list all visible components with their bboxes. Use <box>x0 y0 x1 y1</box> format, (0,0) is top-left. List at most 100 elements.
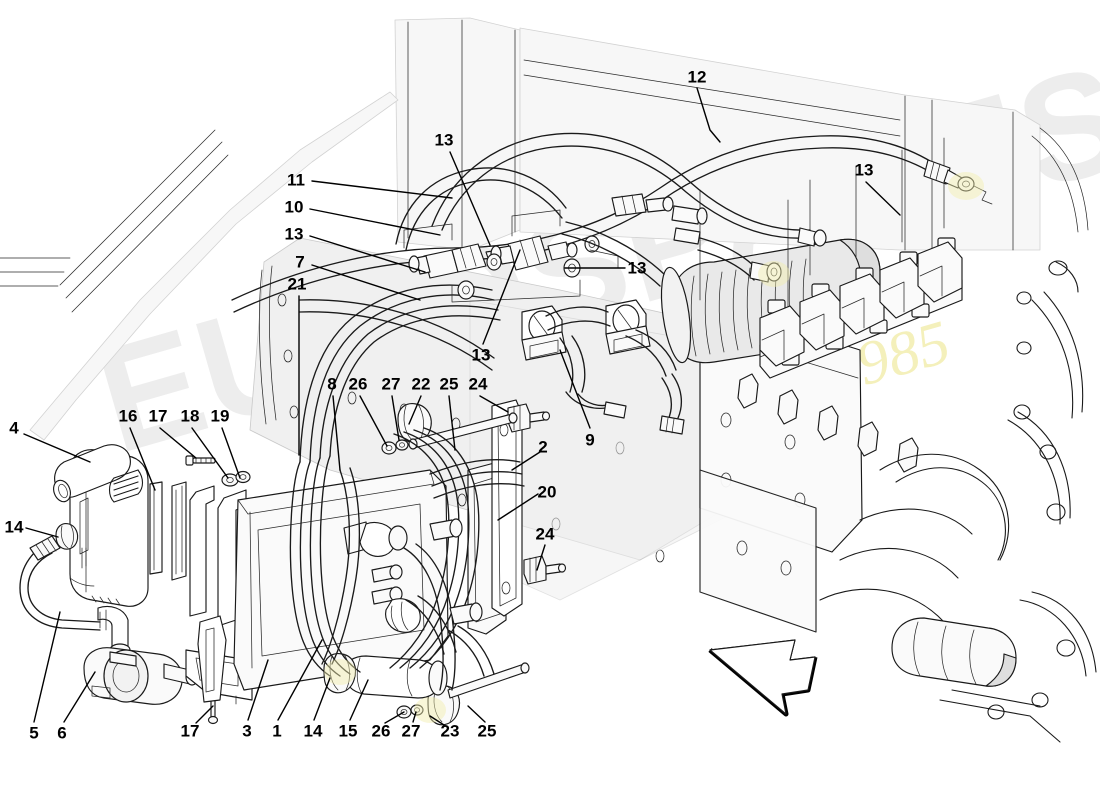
callout-number-19: 19 <box>210 406 230 426</box>
callout-number-13: 13 <box>434 130 454 150</box>
callout-leader-lines <box>23 87 901 726</box>
inline-valves <box>403 209 619 303</box>
callout-number-26: 26 <box>348 374 368 394</box>
callout-number-25: 25 <box>439 374 459 394</box>
guide-rail <box>171 481 187 581</box>
foreground-hose-cross <box>299 299 495 371</box>
callout-number-7: 7 <box>295 252 305 272</box>
leader-line-18 <box>191 427 229 479</box>
leader-line-14 <box>25 527 59 538</box>
tank-outlets <box>343 521 421 633</box>
hose-12 <box>231 135 993 313</box>
bolt-17 <box>185 455 216 466</box>
plenum-hose <box>561 221 665 287</box>
callout-number-24: 24 <box>468 374 488 394</box>
tank-curved-bundle <box>389 427 480 669</box>
callout-number-2: 2 <box>538 437 548 457</box>
leader-line-25 <box>448 395 456 451</box>
leader-line-9 <box>559 349 591 429</box>
callout-number-23: 23 <box>440 721 460 741</box>
bushing-24-top <box>507 403 551 433</box>
callout-number-3: 3 <box>242 721 252 741</box>
leader-line-10 <box>309 208 441 236</box>
callout-number-10: 10 <box>284 197 304 217</box>
callout-number-13: 13 <box>627 258 647 278</box>
callout-number-6: 6 <box>57 723 67 743</box>
leader-line-4 <box>23 433 91 463</box>
tank-top-hoses <box>429 459 525 499</box>
callout-number-8: 8 <box>327 374 337 394</box>
leader-line-26 <box>359 395 388 447</box>
engine-lower-block <box>819 260 1084 623</box>
leader-line-23 <box>429 715 445 726</box>
callout-number-9: 9 <box>585 430 595 450</box>
leader-line-7 <box>311 264 421 301</box>
spark-plug-caps <box>737 373 919 473</box>
pipe-clamp-brackets-9 <box>521 299 685 435</box>
callout-number-26: 26 <box>371 721 391 741</box>
callout-number-16: 16 <box>118 406 138 426</box>
leader-line-3 <box>247 659 269 721</box>
plenum-fittings <box>611 193 827 283</box>
pipe-bundle-main <box>289 284 501 677</box>
leader-line-16 <box>129 427 156 491</box>
leader-line-12 <box>696 87 721 143</box>
water-pump-6 <box>83 647 199 705</box>
direction-arrow <box>708 639 818 717</box>
callout-number-17: 17 <box>148 406 168 426</box>
callout-number-14: 14 <box>4 517 24 537</box>
callout-number-13: 13 <box>284 224 304 244</box>
leader-line-1 <box>277 639 323 721</box>
ignition-coils <box>759 241 963 367</box>
callout-number-24: 24 <box>535 524 555 544</box>
washer-19 <box>235 470 251 484</box>
leader-line-27 <box>391 395 400 441</box>
hose-clamp-14a <box>55 522 79 550</box>
callout-number-15: 15 <box>338 721 358 741</box>
leader-line-22 <box>408 395 422 425</box>
callout-number-11: 11 <box>287 170 305 190</box>
hose-loop-left <box>395 167 567 251</box>
hose-ferrule <box>29 535 61 561</box>
leader-line-20 <box>497 493 539 521</box>
callout-number-14: 14 <box>303 721 323 741</box>
leader-line-13 <box>482 249 521 345</box>
highlight-spots <box>324 172 984 723</box>
callout-number-4: 4 <box>9 418 19 438</box>
washer-18 <box>221 473 239 487</box>
leader-line-14 <box>313 677 331 721</box>
leader-line-25 <box>467 705 486 723</box>
callout-number-13: 13 <box>854 160 874 180</box>
callout-number-25: 25 <box>477 721 497 741</box>
coolant-reservoir <box>53 444 149 607</box>
leader-line-24 <box>536 544 546 571</box>
leader-line-13 <box>449 151 491 246</box>
callout-number-1: 1 <box>272 721 282 741</box>
leader-line-8 <box>332 395 341 471</box>
callout-number-27: 27 <box>381 374 401 394</box>
ferrule-right-12 <box>923 159 993 205</box>
leader-line-17 <box>195 705 214 724</box>
leader-line-13 <box>865 181 901 216</box>
leader-line-2 <box>511 451 541 471</box>
expansion-tank-1 <box>233 469 449 691</box>
callout-number-5: 5 <box>29 723 39 743</box>
leader-line-5 <box>33 611 61 723</box>
leader-line-19 <box>221 427 241 479</box>
hose-8-runs <box>321 467 361 665</box>
clamps-13 <box>457 235 600 300</box>
leader-line-24 <box>479 395 509 413</box>
leader-line-26 <box>384 711 405 724</box>
leader-line-15 <box>349 679 369 721</box>
callout-number-27: 27 <box>401 721 421 741</box>
callout-number-20: 20 <box>537 482 557 502</box>
hose-12b <box>431 132 811 239</box>
callout-number-17: 17 <box>180 721 200 741</box>
starter-motor <box>891 617 1017 687</box>
reservoir-spring <box>108 469 144 503</box>
engine-assembly <box>660 137 1097 743</box>
callout-number-18: 18 <box>180 406 200 426</box>
reservoir-bracket-16 <box>149 481 163 575</box>
